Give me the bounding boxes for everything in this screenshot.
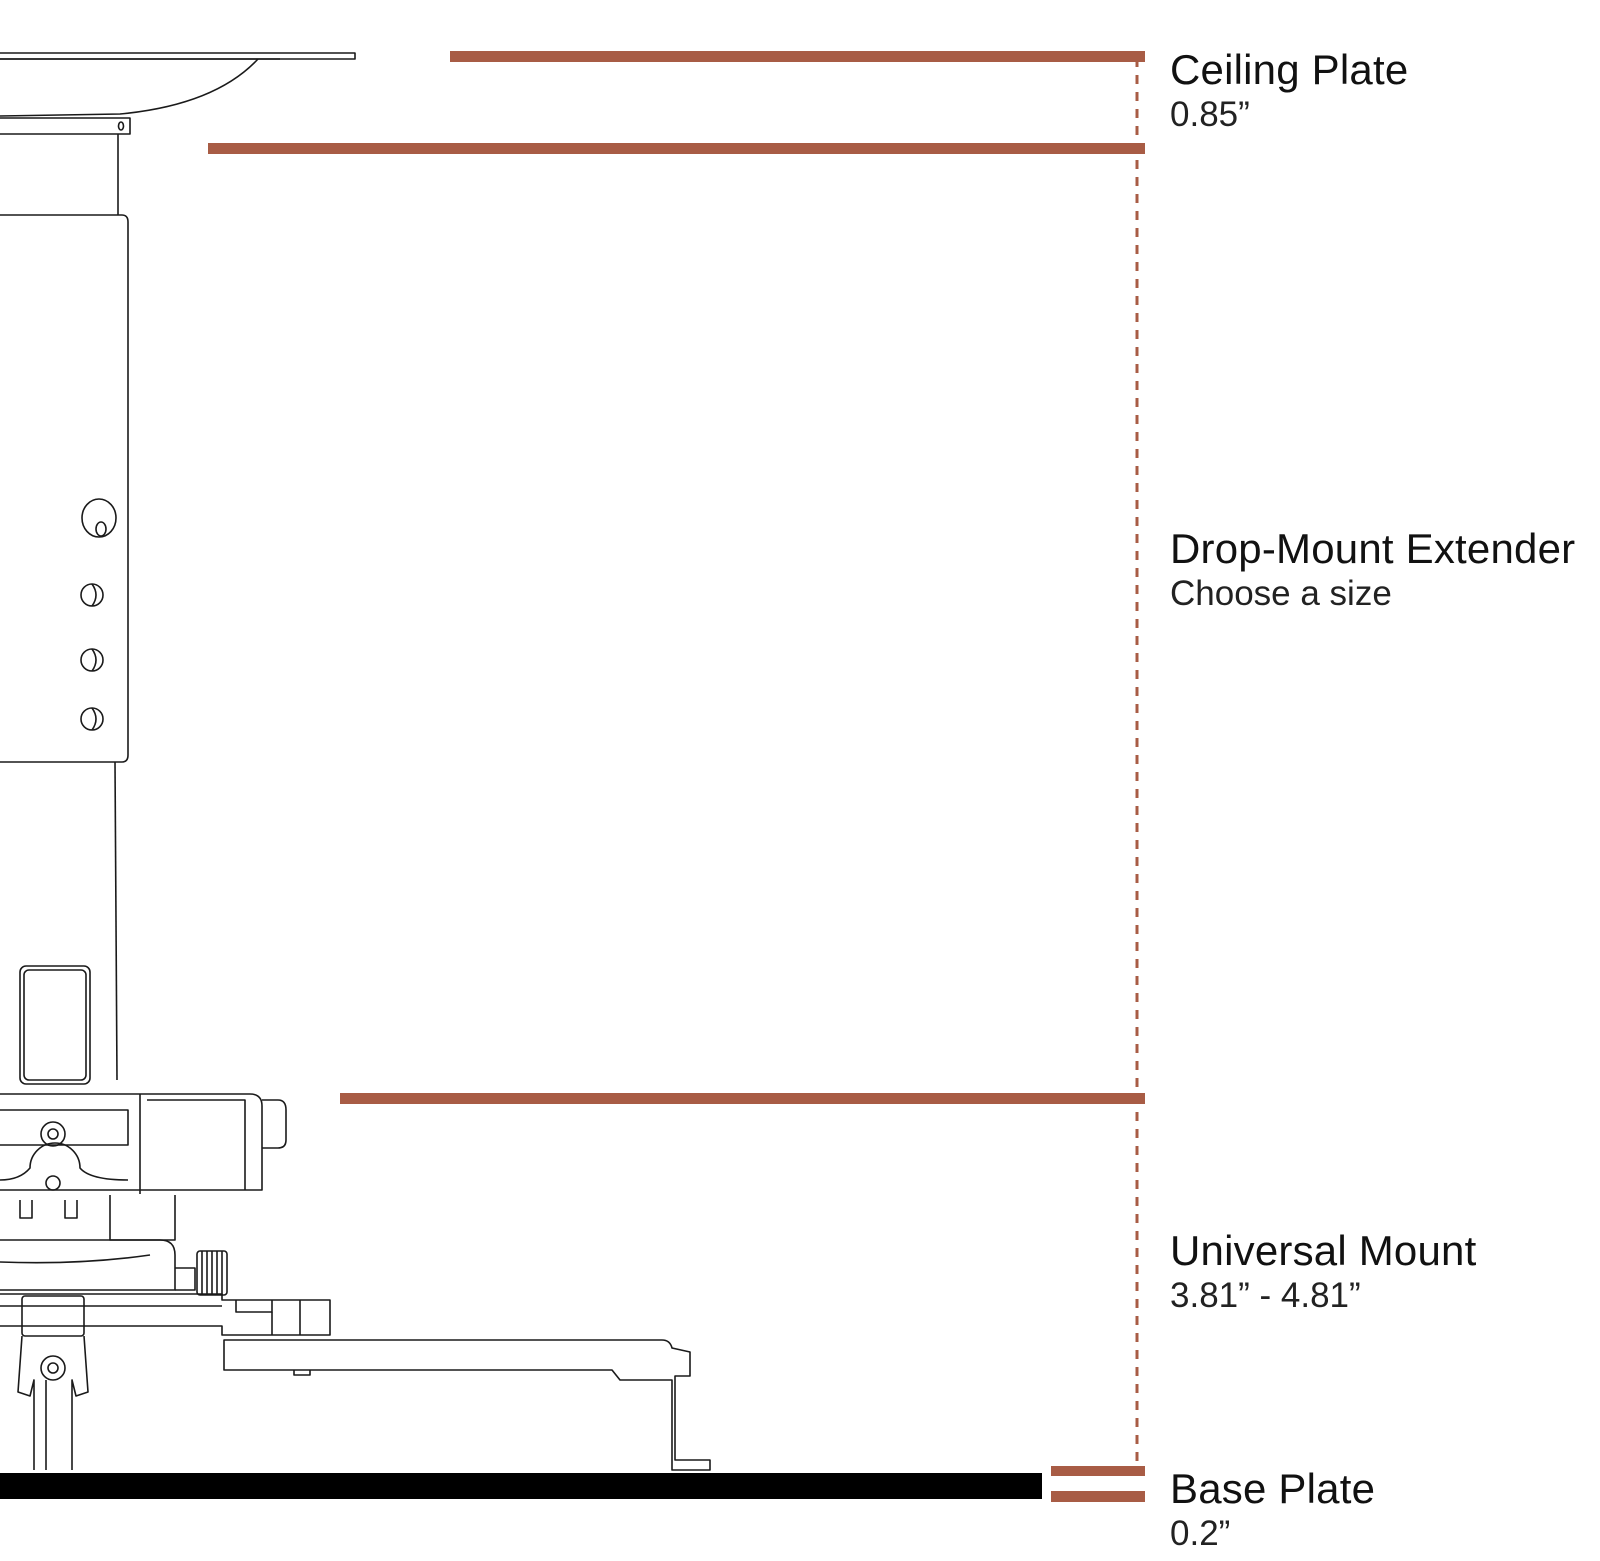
drop-mount-extender-value: Choose a size xyxy=(1170,574,1392,613)
drop-mount-tube-drawing xyxy=(0,134,129,1085)
ceiling-plate-value: 0.85” xyxy=(1170,95,1250,134)
base-plate-value: 0.2” xyxy=(1170,1514,1231,1553)
universal-mount-drawing xyxy=(0,1093,711,1471)
universal-mount-title: Universal Mount xyxy=(1170,1227,1477,1274)
universal-mount-value: 3.81” - 4.81” xyxy=(1170,1276,1361,1315)
ceiling-plate-bottom-bar xyxy=(208,143,1145,154)
base-plate-drawing xyxy=(0,1473,1042,1499)
ceiling-plate-title: Ceiling Plate xyxy=(1170,46,1409,93)
base-plate-bottom-bar xyxy=(1051,1491,1145,1502)
universal-mount-label: Universal Mount 3.81” - 4.81” xyxy=(1170,1227,1476,1317)
base-plate-title: Base Plate xyxy=(1170,1465,1376,1512)
dimension-bars xyxy=(208,51,1145,1502)
ceiling-plate-top-bar xyxy=(450,51,1145,62)
ceiling-plate-label: Ceiling Plate 0.85” xyxy=(1170,46,1408,136)
universal-mount-top-bar xyxy=(340,1093,1145,1104)
base-plate-label: Base Plate 0.2” xyxy=(1170,1465,1375,1555)
drop-mount-extender-title: Drop-Mount Extender xyxy=(1170,525,1576,572)
base-plate-top-bar xyxy=(1051,1466,1145,1476)
drop-mount-extender-label: Drop-Mount Extender Choose a size xyxy=(1170,525,1575,615)
ceiling-plate-drawing xyxy=(0,52,356,135)
